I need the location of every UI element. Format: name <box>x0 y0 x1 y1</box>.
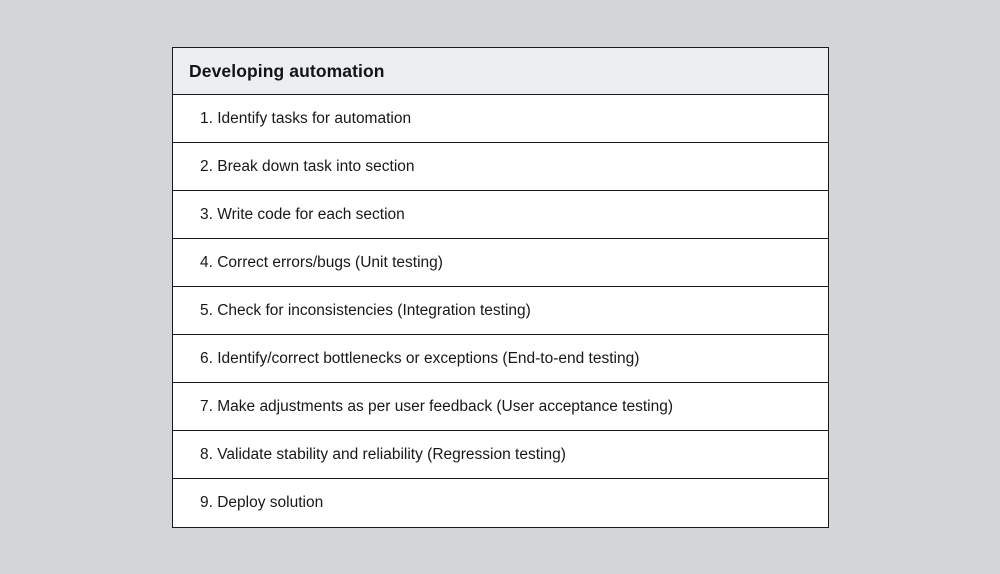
table-row-label: 3. Write code for each section <box>200 205 405 223</box>
table-title: Developing automation <box>189 60 385 81</box>
table-row: 5. Check for inconsistencies (Integratio… <box>173 287 828 335</box>
table-row-label: 7. Make adjustments as per user feedback… <box>200 397 673 415</box>
table-header: Developing automation <box>173 48 828 95</box>
table-row: 6. Identify/correct bottlenecks or excep… <box>173 335 828 383</box>
table-row: 3. Write code for each section <box>173 191 828 239</box>
steps-table: Developing automation 1. Identify tasks … <box>172 47 829 528</box>
table-row-label: 1. Identify tasks for automation <box>200 109 412 127</box>
table-row-label: 2. Break down task into section <box>200 157 415 175</box>
table-row-label: 5. Check for inconsistencies (Integratio… <box>200 301 531 319</box>
table-row-label: 6. Identify/correct bottlenecks or excep… <box>200 349 640 367</box>
table-row: 4. Correct errors/bugs (Unit testing) <box>173 239 828 287</box>
table-row-label: 9. Deploy solution <box>200 494 324 511</box>
table-row: 7. Make adjustments as per user feedback… <box>173 383 828 431</box>
table-row: 8. Validate stability and reliability (R… <box>173 431 828 479</box>
table-row: 9. Deploy solution <box>173 479 828 527</box>
table-row: 1. Identify tasks for automation <box>173 95 828 143</box>
table-row: 2. Break down task into section <box>173 143 828 191</box>
table-row-label: 8. Validate stability and reliability (R… <box>200 445 566 463</box>
table-row-label: 4. Correct errors/bugs (Unit testing) <box>200 253 443 271</box>
